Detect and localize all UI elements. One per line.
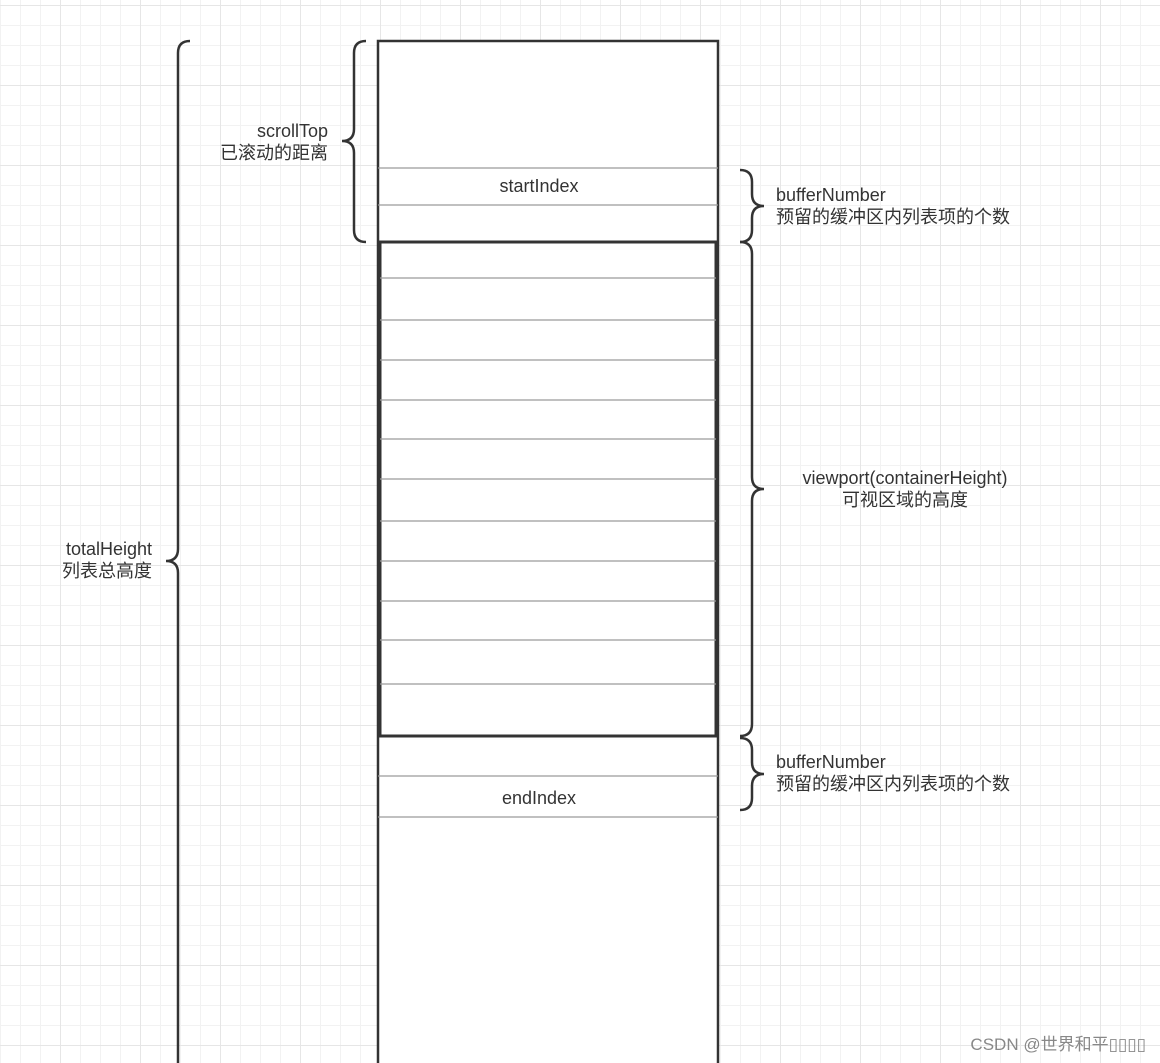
top-buffer-brace xyxy=(739,168,765,244)
viewport-brace xyxy=(739,240,765,738)
end-index-text: endIndex xyxy=(501,788,577,808)
top-buffer-name: bufferNumber xyxy=(776,185,886,205)
top-buffer-label: bufferNumber 预留的缓冲区内列表项的个数 xyxy=(776,184,1010,228)
top-buffer-desc: 预留的缓冲区内列表项的个数 xyxy=(776,207,1010,227)
total-height-desc: 列表总高度 xyxy=(62,561,152,581)
viewport-box xyxy=(378,240,718,738)
scroll-top-desc: 已滚动的距离 xyxy=(220,143,328,163)
start-index-text: startIndex xyxy=(499,176,579,196)
viewport-name: viewport(containerHeight) xyxy=(802,468,1008,488)
scroll-top-label: scrollTop 已滚动的距离 xyxy=(220,120,328,164)
scroll-top-name: scrollTop xyxy=(256,121,328,141)
end-index-label: endIndex xyxy=(378,787,700,809)
bottom-buffer-name: bufferNumber xyxy=(776,752,886,772)
watermark: CSDN @世界和平▯▯▯▯ xyxy=(970,1035,1146,1054)
viewport-label: viewport(containerHeight) 可视区域的高度 xyxy=(770,467,1040,511)
total-height-label: totalHeight 列表总高度 xyxy=(62,538,152,582)
bottom-buffer-desc: 预留的缓冲区内列表项的个数 xyxy=(776,774,1010,794)
bottom-buffer-brace xyxy=(739,736,765,812)
total-height-name: totalHeight xyxy=(65,539,152,559)
total-list-column xyxy=(376,39,720,1063)
viewport-desc: 可视区域的高度 xyxy=(842,490,968,510)
total-height-brace xyxy=(165,39,191,1063)
viewport-rows xyxy=(380,277,716,685)
scroll-top-brace xyxy=(341,39,367,244)
start-index-label: startIndex xyxy=(378,175,700,197)
bottom-buffer-label: bufferNumber 预留的缓冲区内列表项的个数 xyxy=(776,751,1010,795)
